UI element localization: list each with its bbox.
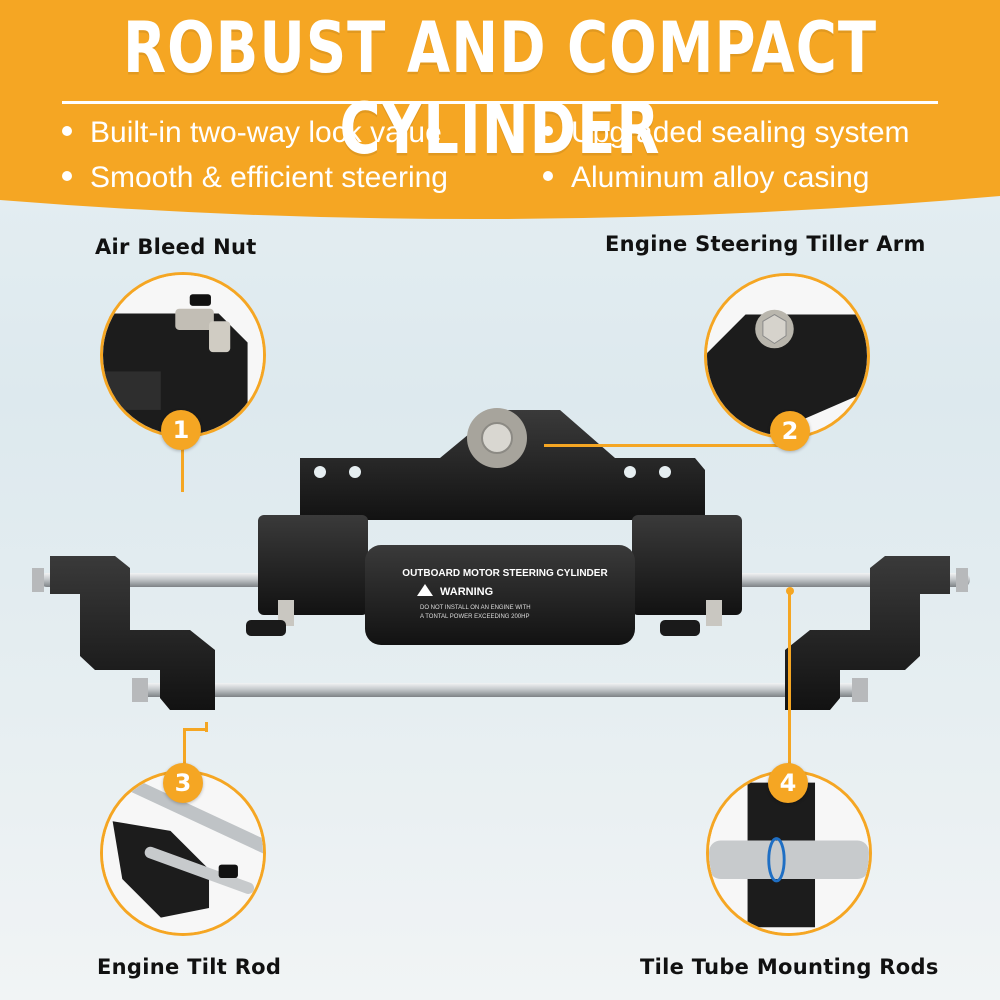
leader-dot [786, 587, 794, 595]
feature-item: Built-in two-way lock value [62, 116, 442, 150]
callout-label-tilt-rod: Engine Tilt Rod [97, 955, 282, 979]
callout-label-air-bleed-nut: Air Bleed Nut [95, 235, 257, 259]
leader-line [205, 722, 208, 732]
feature-item: Upgraded sealing system [543, 116, 910, 150]
bullet-icon [543, 126, 553, 137]
feature-item: Smooth & efficient steering [62, 161, 448, 195]
leader-line [183, 728, 207, 731]
leader-line [788, 590, 791, 770]
callout-number-badge: 2 [770, 411, 810, 451]
callout-number-badge: 1 [161, 410, 201, 450]
feature-item: Aluminum alloy casing [543, 161, 869, 195]
title-divider [62, 101, 938, 104]
bullet-icon [543, 171, 553, 182]
leader-line [544, 444, 790, 447]
callout-label-mounting-rods: Tile Tube Mounting Rods [640, 955, 939, 979]
header-banner [0, 0, 1000, 220]
leader-line [181, 430, 184, 492]
cylinder-note-line1: DO NOT INSTALL ON AN ENGINE WITH [420, 605, 531, 611]
cylinder-note-line2: A TONTAL POWER EXCEEDING 200HP [420, 614, 529, 620]
callout-number-badge: 4 [768, 763, 808, 803]
leader-line [183, 728, 186, 770]
bullet-icon [62, 171, 72, 182]
steering-cylinder-illustration: OUTBOARD MOTOR STEERING CYLINDER WARNING… [32, 408, 970, 710]
callout-number-badge: 3 [163, 763, 203, 803]
bullet-icon [62, 126, 72, 137]
cylinder-heading: OUTBOARD MOTOR STEERING CYLINDER [402, 568, 608, 579]
page-title: ROBUST AND COMPACT CYLINDER [122, 8, 878, 171]
callout-label-tiller-arm: Engine Steering Tiller Arm [605, 232, 926, 256]
cylinder-warning: WARNING [440, 586, 493, 598]
